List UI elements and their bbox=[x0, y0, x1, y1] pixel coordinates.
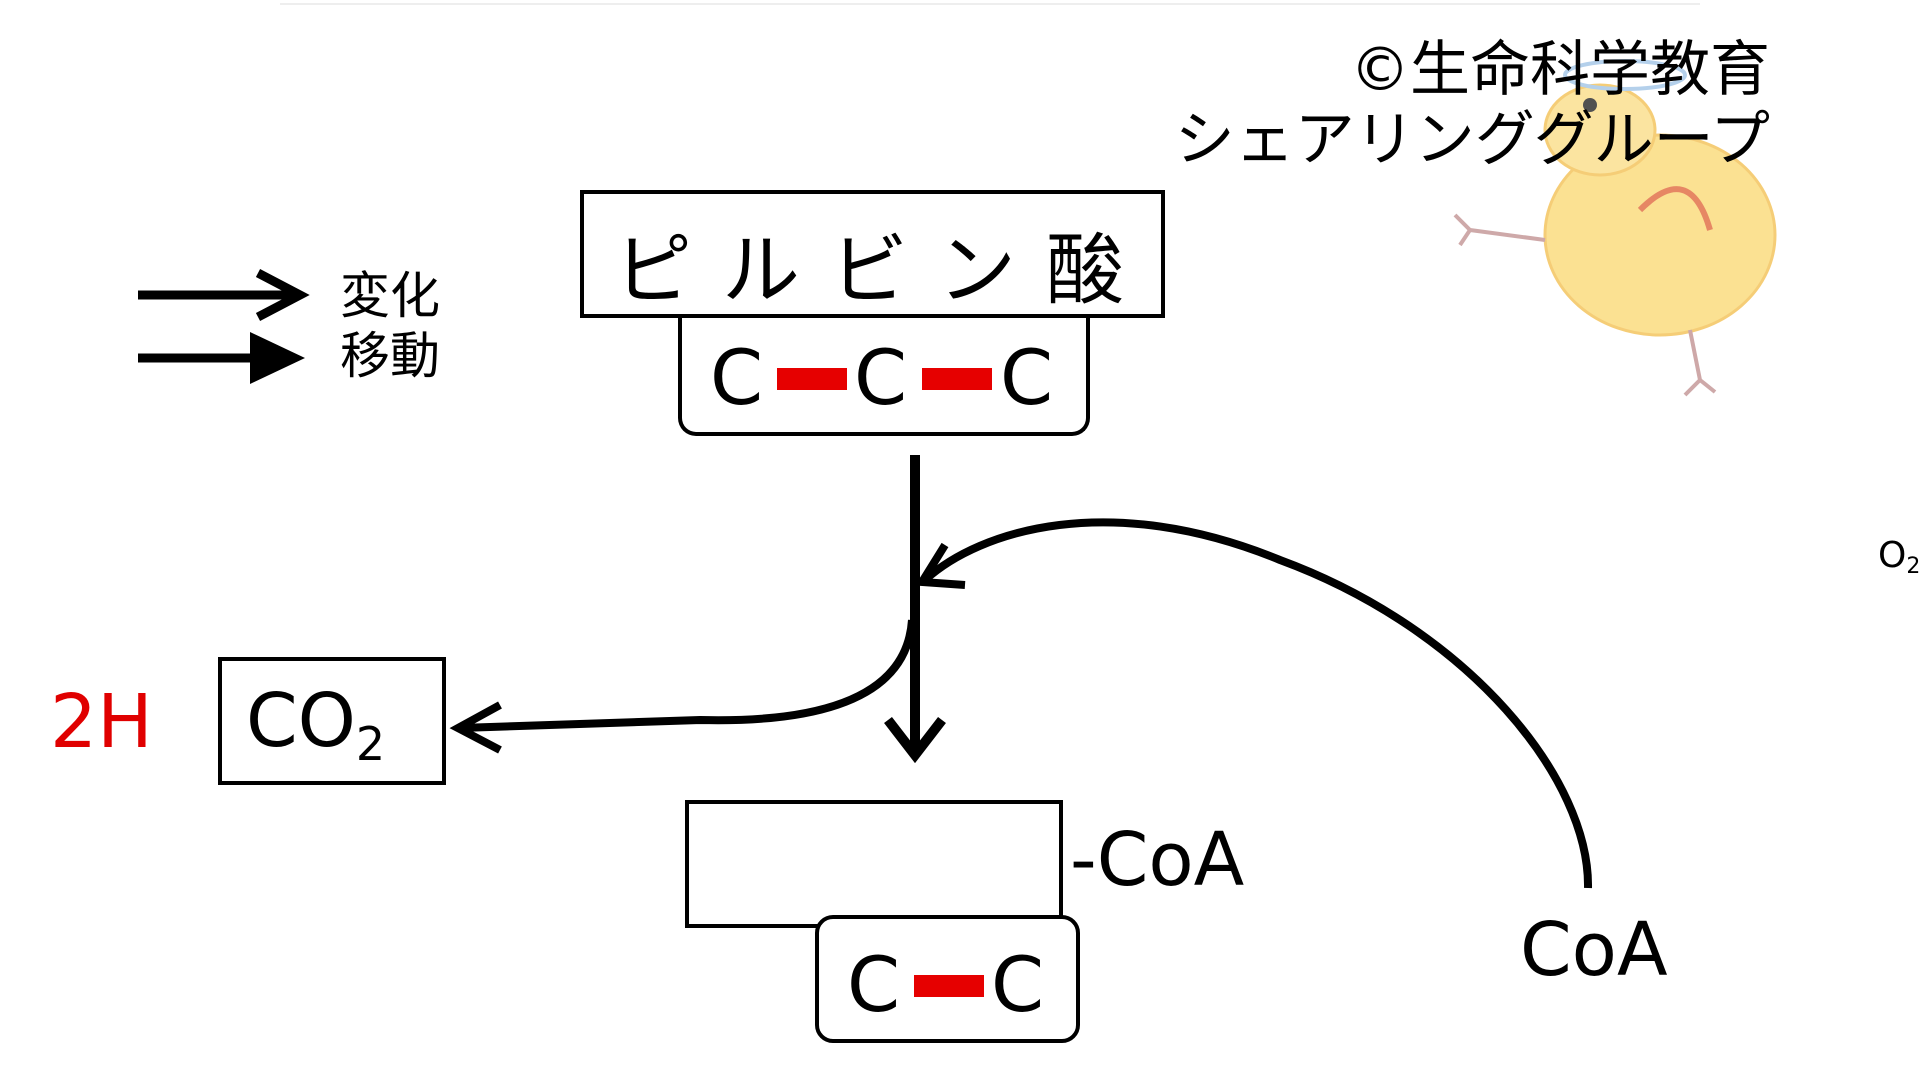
co2-box: CO2 bbox=[218, 657, 446, 785]
acetyl-bond bbox=[914, 975, 984, 997]
co2-release-arrow bbox=[449, 619, 916, 754]
pyruvate-title: ピルビン酸 bbox=[614, 226, 1155, 316]
copyright-text: ©生命科学教育 シェアリンググループ bbox=[1050, 35, 1770, 175]
pyruvate-carbon-3: C bbox=[1000, 333, 1054, 422]
legend-move-arrow bbox=[138, 332, 305, 384]
copyright-line-2: シェアリンググループ bbox=[1174, 105, 1770, 175]
chick-drawing-icon bbox=[1453, 59, 1777, 397]
pyruvate-carbon-1: C bbox=[710, 333, 764, 422]
co2-label: CO2 bbox=[246, 678, 386, 771]
pyruvate-carbon-2: C bbox=[854, 333, 908, 422]
acetyl-carbon-box: C C bbox=[815, 915, 1080, 1043]
acetyl-carbon-2: C bbox=[991, 940, 1045, 1029]
hydrogen-label: 2H bbox=[50, 679, 153, 765]
acetyl-carbon-1: C bbox=[847, 940, 901, 1029]
pyruvate-bond-2 bbox=[922, 368, 992, 390]
acetyl-coa-suffix: -CoA bbox=[1070, 817, 1245, 903]
pyruvate-to-acetylcoa-arrow bbox=[884, 455, 946, 764]
legend-move-label: 移動 bbox=[340, 327, 440, 385]
pyruvate-bond-1 bbox=[777, 368, 847, 390]
legend-change-arrow bbox=[138, 269, 310, 321]
legend-change-label: 変化 bbox=[340, 267, 440, 325]
edge-o2-label: O2 bbox=[1878, 535, 1920, 579]
pyruvate-carbon-box: C C C bbox=[678, 318, 1090, 436]
pyruvate-title-box: ピルビン酸 bbox=[580, 190, 1165, 318]
acetyl-blank-box bbox=[685, 800, 1063, 928]
coa-label: CoA bbox=[1520, 907, 1668, 993]
coa-input-arrow bbox=[915, 518, 1593, 889]
copyright-line-1: ©生命科学教育 bbox=[1350, 35, 1770, 105]
